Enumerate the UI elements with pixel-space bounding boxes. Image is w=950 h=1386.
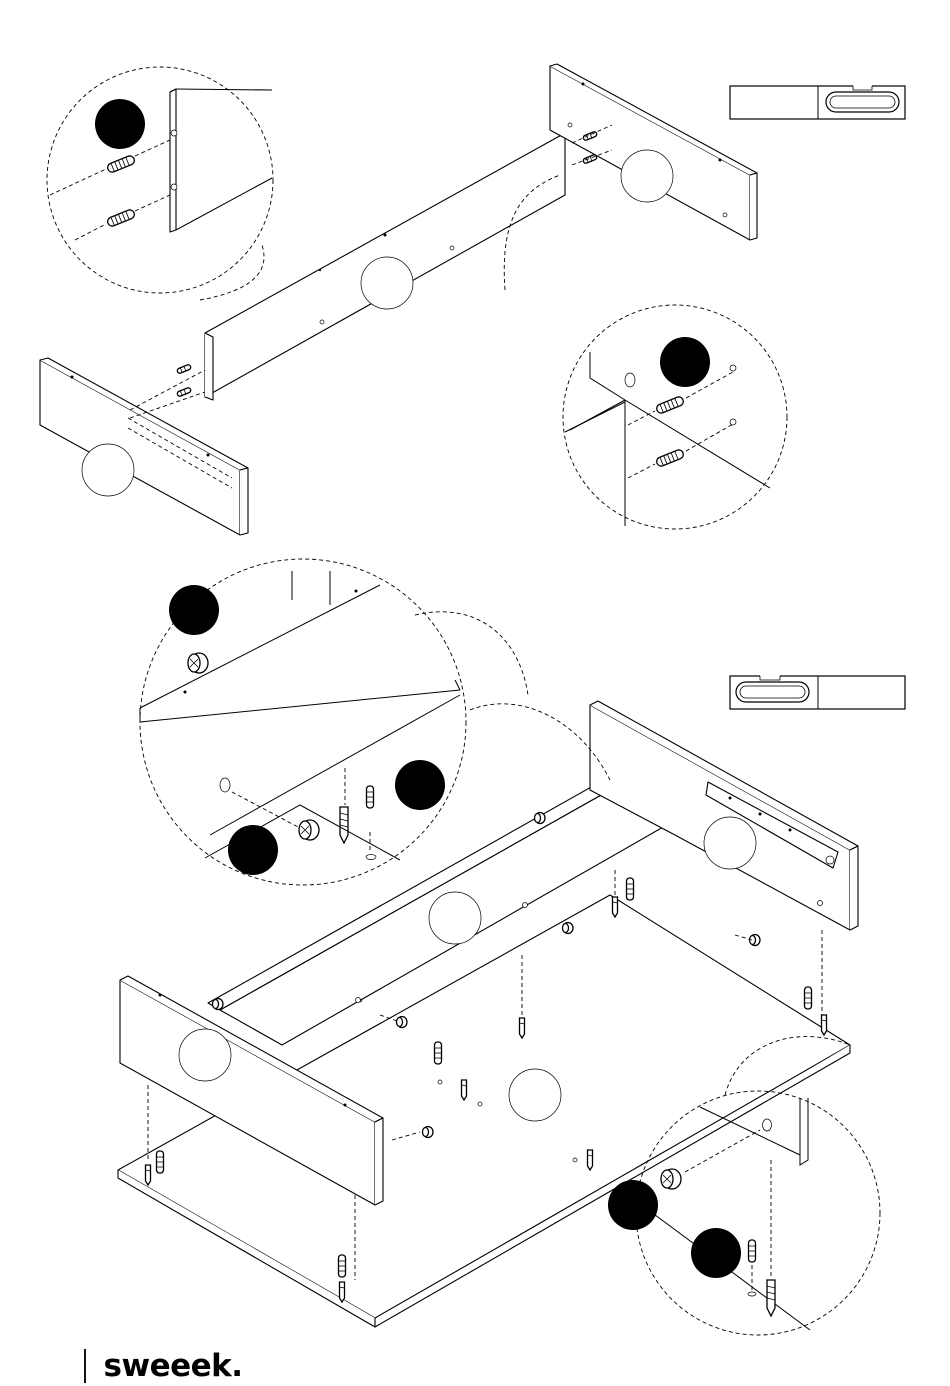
cam-bolt-icon — [340, 807, 348, 843]
cam-lock-icon — [188, 653, 208, 673]
cam-lock-icon — [661, 1169, 681, 1189]
back-rail-panel — [205, 133, 565, 400]
part-label-circle — [509, 1069, 561, 1121]
brand-name: sweeek. — [104, 1348, 243, 1384]
level-bubble-icon — [826, 92, 899, 112]
dowel-icon — [749, 1240, 756, 1262]
level-indicator-top — [730, 86, 905, 119]
level-indicator-bottom — [730, 676, 905, 709]
dowel-icon — [655, 396, 684, 415]
detail-view-dowel-left — [47, 67, 273, 300]
callout-marker — [608, 1180, 658, 1230]
part-label-circle — [621, 150, 673, 202]
callout-marker — [169, 585, 219, 635]
callout-marker — [95, 99, 145, 149]
part-label-circle — [361, 257, 413, 309]
callout-marker — [395, 760, 445, 810]
dowel-icon — [655, 449, 684, 468]
part-label-circle — [704, 817, 756, 869]
brand-logo: sweeek. — [84, 1346, 243, 1386]
cam-lock-icon — [299, 820, 319, 840]
right-end-panel — [550, 64, 757, 240]
callout-marker — [228, 825, 278, 875]
cam-bolt-icon — [767, 1280, 775, 1316]
dowel-icon — [367, 786, 374, 808]
part-label-circle — [179, 1029, 231, 1081]
callout-marker — [691, 1228, 741, 1278]
callout-marker — [660, 337, 710, 387]
level-bubble-icon — [736, 682, 809, 702]
dowel-icon — [106, 155, 135, 174]
part-label-circle — [82, 444, 134, 496]
dowel-icon — [106, 209, 135, 228]
brand-divider — [84, 1349, 86, 1383]
part-label-circle — [429, 892, 481, 944]
